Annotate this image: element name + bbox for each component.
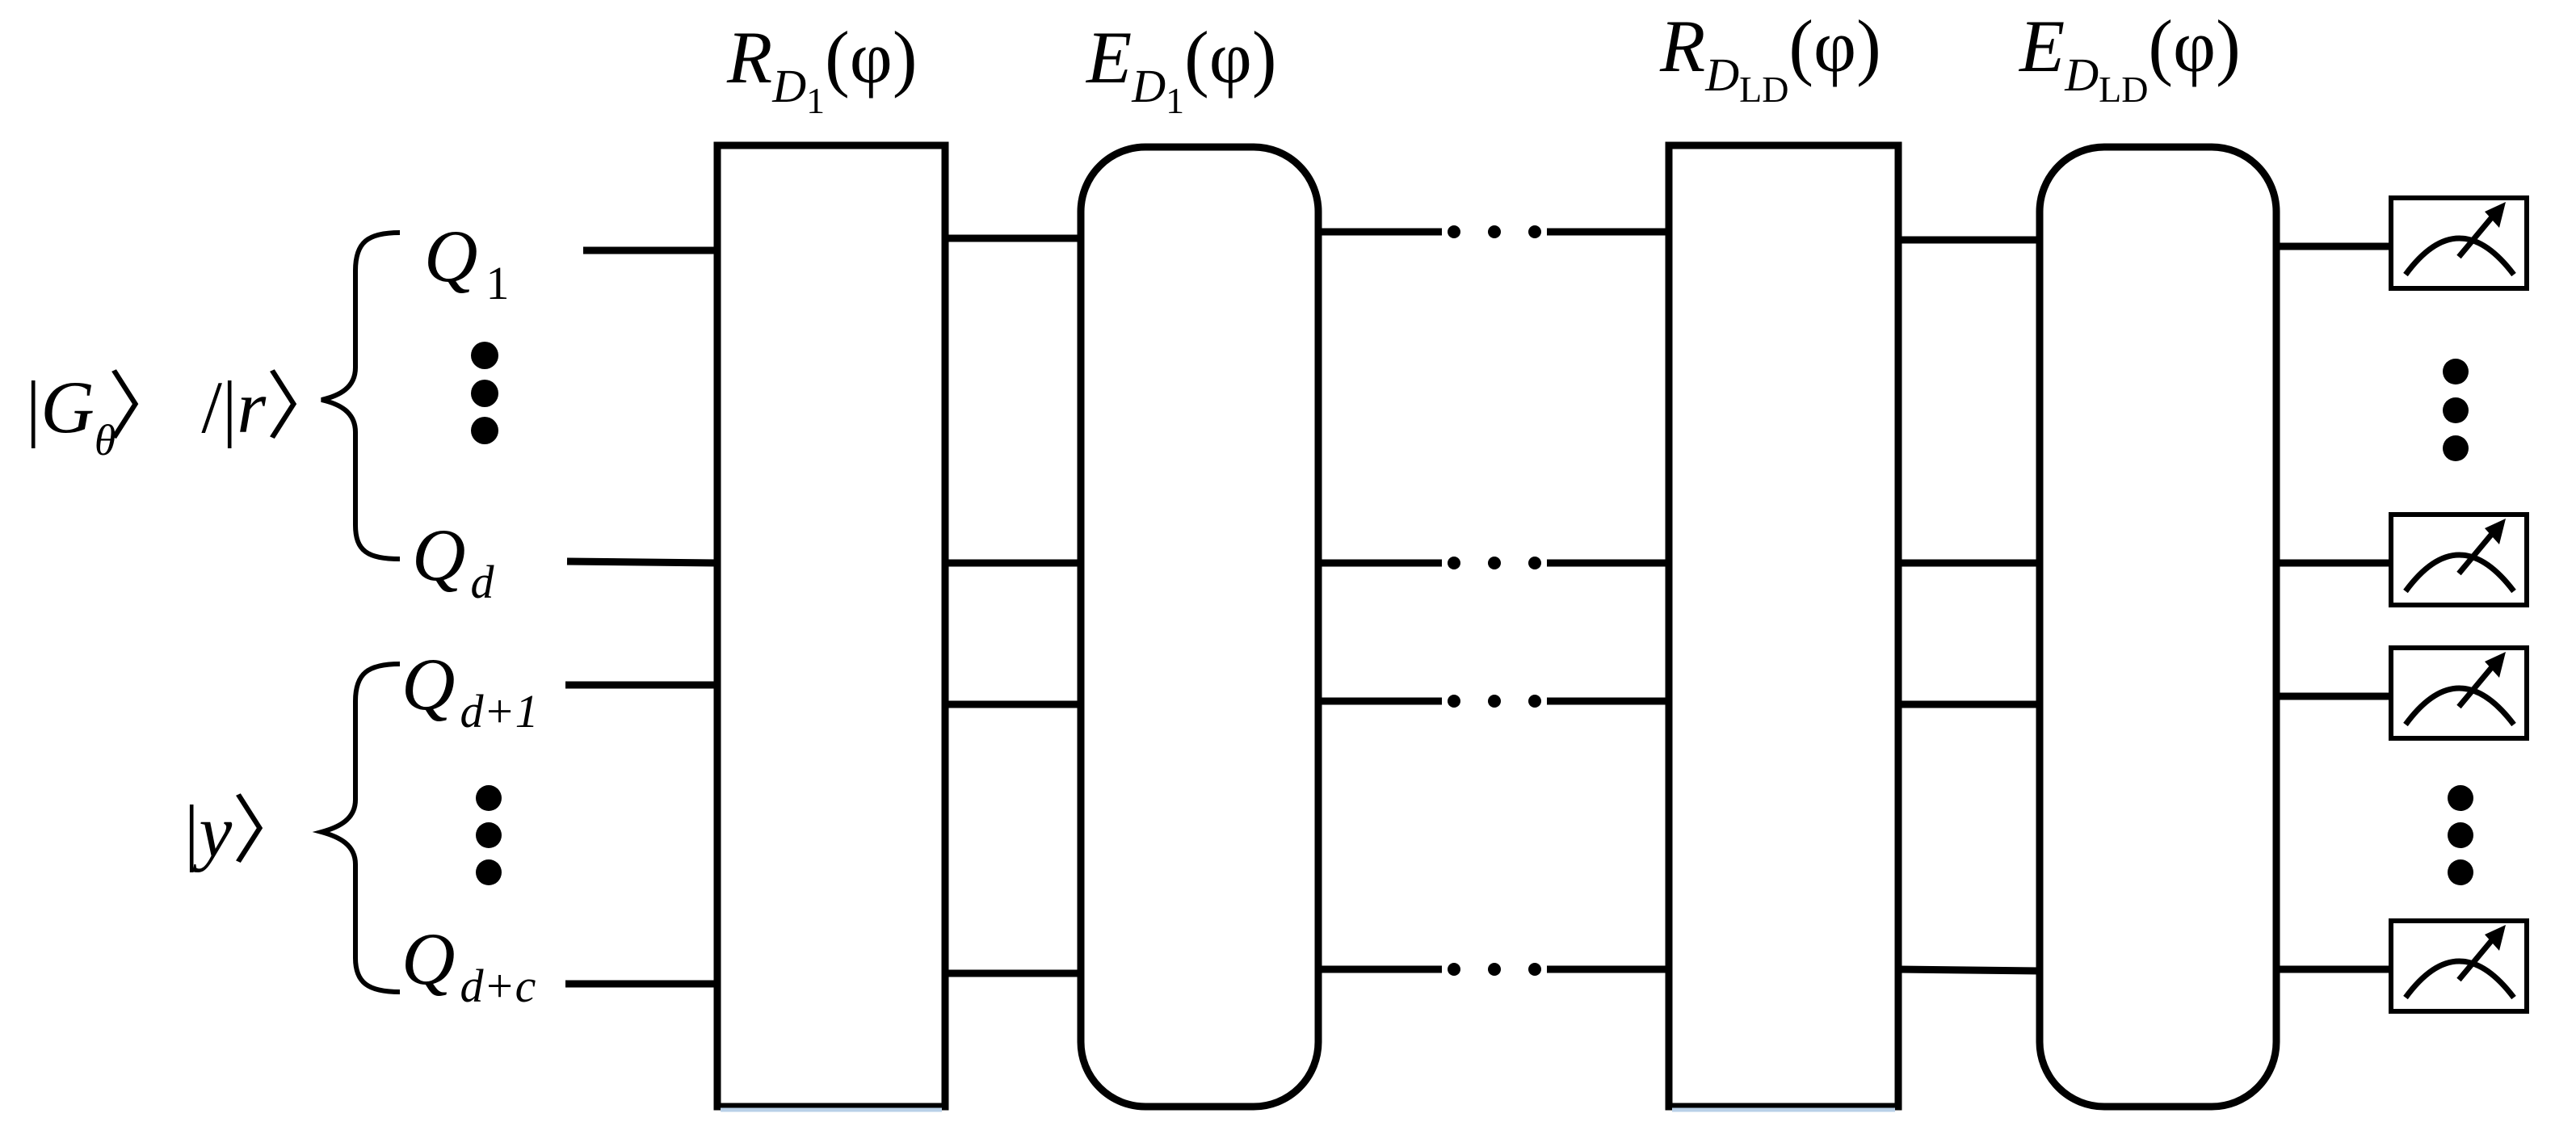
brace-bottom-icon [312, 662, 401, 994]
gate-r-dld [1665, 141, 1902, 1111]
gate-r-d1 [713, 141, 949, 1111]
meter-icon-qd1 [2389, 645, 2529, 741]
wire-ellipsis-dots [1448, 225, 1541, 976]
gate-label-e-dld: EDLD(φ) [2018, 5, 2241, 110]
brace-top-icon [321, 230, 401, 561]
gate-e-d1 [1077, 143, 1322, 1111]
meter-icon-qdc [2389, 918, 2529, 1014]
register-label-bottom: |y〉 [184, 790, 306, 872]
meter-icon-q1 [2389, 195, 2529, 291]
measurement-meters [2389, 195, 2529, 1014]
gate-label-r-dld: RDLD(φ) [1659, 5, 1881, 110]
qubit-wires [565, 228, 2391, 988]
meter-icon-qd [2389, 512, 2529, 607]
gate-label-r-d1: RD1(φ) [726, 16, 917, 121]
vertical-ellipsis-dots [471, 342, 2473, 885]
gate-e-dld [2036, 143, 2280, 1111]
gate-label-e-d1: ED1(φ) [1085, 16, 1276, 121]
register-label-top: |Gθ〉/|r〉 [26, 366, 340, 464]
wire-rld-eld-qdc [1897, 965, 2040, 975]
wire-input-qd [566, 557, 718, 567]
